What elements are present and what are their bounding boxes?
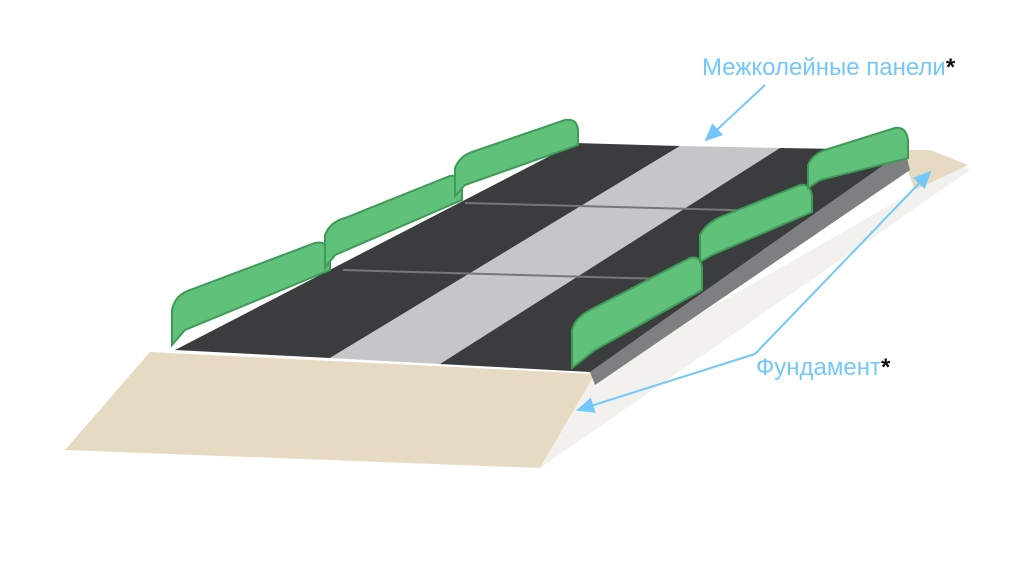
foundation-ramp-front: [65, 352, 595, 468]
panels-label-asterisk: *: [945, 54, 956, 81]
foundation-pointer-arrow: [576, 353, 756, 413]
platform-side: [590, 150, 910, 385]
deck-joint: [342, 269, 701, 281]
panels-label-text: Межколейные панели: [702, 54, 946, 81]
deck-lane-left: [175, 143, 680, 358]
foundation-side: [540, 165, 970, 468]
foundation-label-asterisk: *: [880, 354, 891, 381]
left-guard-rail: [171, 118, 579, 348]
right-guard-rail: [571, 126, 909, 371]
deck-lane-middle: [330, 146, 780, 364]
panels-pointer-arrow: [704, 84, 766, 142]
foundation-label: Фундамент*: [756, 354, 890, 382]
foundation-label-text: Фундамент: [756, 354, 881, 381]
panels-label: Межколейные панели*: [702, 54, 955, 82]
foundation-pointer-arrow: [754, 170, 932, 355]
